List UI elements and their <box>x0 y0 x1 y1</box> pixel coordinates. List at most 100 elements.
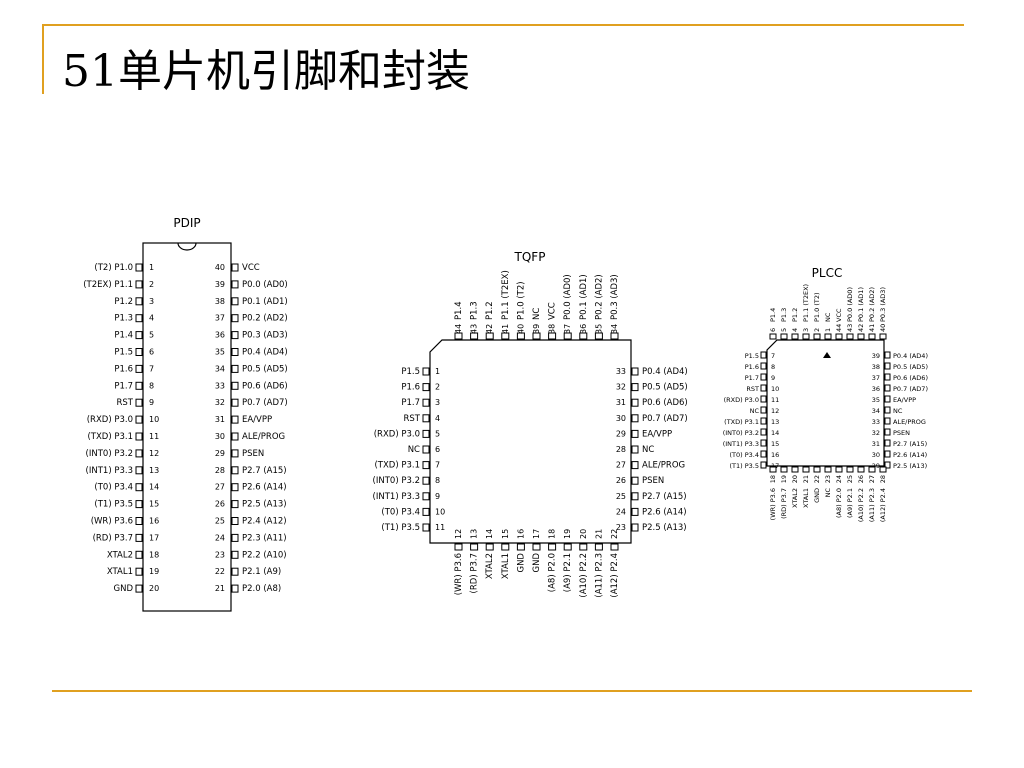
plcc-pin-number-28: 28 <box>879 475 887 483</box>
plcc-pin-label-20: XTAL2 <box>791 488 799 508</box>
pdip-pin-number-30: 30 <box>215 432 225 441</box>
pdip-pin-32 <box>231 398 239 407</box>
tqfp-pin-41 <box>501 332 510 340</box>
tqfp-pin-label-31: P0.6 (AD6) <box>642 398 688 408</box>
pdip-pin-label-24: P2.3 (A11) <box>242 533 287 543</box>
tqfp-pin-number-34: 34 <box>610 324 619 334</box>
tqfp-pin-number-43: 43 <box>470 324 479 334</box>
plcc-pin-label-1: NC <box>824 312 832 322</box>
pdip-pin-label-26: P2.5 (A13) <box>242 500 287 510</box>
pdip-pin-36 <box>231 331 239 340</box>
tqfp-pin-label-43: P1.3 <box>470 301 480 320</box>
pdip-pin-label-3: P1.2 <box>114 297 133 307</box>
plcc-pin-label-18: (WR) P3.6 <box>769 488 777 520</box>
tqfp-pin-31 <box>631 398 639 407</box>
tqfp-pin-label-27: ALE/PROG <box>642 461 685 471</box>
tqfp-pin-34 <box>610 332 619 340</box>
top-rule <box>42 24 964 26</box>
plcc-pin-4 <box>791 333 799 340</box>
plcc-pin-number-27: 27 <box>868 475 876 483</box>
tqfp-pin-label-22: (A12) P2.4 <box>610 553 620 598</box>
tqfp-pin-14 <box>485 543 494 551</box>
pdip-pin-26 <box>231 500 239 509</box>
tqfp-pin-label-36: P0.1 (AD1) <box>579 274 589 320</box>
plcc-pin-number-36: 36 <box>872 385 880 393</box>
pdip-pin-label-33: P0.6 (AD6) <box>242 381 288 391</box>
tqfp-pin-number-6: 6 <box>435 445 440 454</box>
plcc-pin-number-11: 11 <box>771 396 779 404</box>
tqfp-pin-number-13: 13 <box>470 529 479 539</box>
pdip-pin-35 <box>231 348 239 356</box>
tqfp-pin-44 <box>454 332 463 340</box>
plcc-pin-37 <box>884 373 891 381</box>
plcc-pin-35 <box>884 395 891 403</box>
pdip-pin-number-7: 7 <box>149 364 154 373</box>
tqfp-pin-15 <box>501 543 510 551</box>
pdip-pin-label-34: P0.5 (AD5) <box>242 364 288 374</box>
tqfp-pin-label-11: (T1) P3.5 <box>381 523 420 533</box>
tqfp-pin-label-18: (A8) P2.0 <box>548 553 558 592</box>
plcc-pin-label-37: P0.6 (AD6) <box>893 374 928 382</box>
plcc-pin-label-11: (RXD) P3.0 <box>724 396 759 404</box>
plcc-pin-number-9: 9 <box>771 374 775 382</box>
tqfp-pin-32 <box>631 383 639 392</box>
pdip-pin-number-16: 16 <box>149 517 159 526</box>
pdip-pin-number-33: 33 <box>215 381 225 390</box>
tqfp-pin-number-16: 16 <box>516 529 525 539</box>
plcc-pin-20 <box>791 466 799 473</box>
plcc-pin-44 <box>835 333 843 340</box>
plcc-pin-label-24: (A8) P2.0 <box>835 488 843 518</box>
pdip-pin-39 <box>231 280 239 289</box>
plcc-pin-15 <box>760 439 767 447</box>
pdip-pin-19 <box>135 567 143 576</box>
tqfp-pin-label-40: P1.0 (T2) <box>516 281 526 320</box>
pdip-pin-number-6: 6 <box>149 348 154 357</box>
pdip-pin-label-2: (T2EX) P1.1 <box>83 280 133 290</box>
plcc-pin-label-30: P2.6 (A14) <box>893 451 927 459</box>
plcc-pin-number-12: 12 <box>771 407 779 415</box>
tqfp-pin-label-8: (INT0) P3.2 <box>373 476 420 486</box>
plcc-pin-label-25: (A9) P2.1 <box>846 488 854 518</box>
plcc-pin-label-22: GND <box>813 488 821 503</box>
tqfp-pin-label-34: P0.3 (AD3) <box>610 274 620 320</box>
tqfp-pin-28 <box>631 445 639 454</box>
pdip-pin-label-30: ALE/PROG <box>242 432 285 442</box>
tqfp-pin-label-13: (RD) P3.7 <box>470 553 480 593</box>
pdip-pin-3 <box>135 297 143 306</box>
pdip-pin-number-3: 3 <box>149 297 154 306</box>
plcc-pin-number-32: 32 <box>872 429 880 437</box>
pdip-pin-number-5: 5 <box>149 331 154 340</box>
plcc-pin-label-16: (T0) P3.4 <box>729 451 759 459</box>
tqfp-pin-number-27: 27 <box>616 461 626 470</box>
pdip-pin-number-14: 14 <box>149 483 159 492</box>
plcc-pin-label-12: NC <box>750 407 760 415</box>
pdip-pin-label-20: GND <box>114 584 134 594</box>
tqfp-pin-21 <box>594 543 603 551</box>
plcc-pin-label-23: NC <box>824 488 832 498</box>
plcc-pin-3 <box>802 333 810 340</box>
plcc-pin-label-38: P0.5 (AD5) <box>893 363 928 371</box>
plcc-pin-24 <box>835 466 843 473</box>
plcc-pin-number-29: 29 <box>872 462 880 470</box>
plcc-pin-label-31: P2.7 (A15) <box>893 440 927 448</box>
pdip-pin-29 <box>231 449 239 458</box>
plcc-pin-34 <box>884 406 891 414</box>
plcc-pin-13 <box>760 417 767 425</box>
tqfp-pin-label-30: P0.7 (AD7) <box>642 414 688 424</box>
pdip-pin-label-4: P1.3 <box>114 314 133 324</box>
plcc-pin-number-42: 42 <box>857 324 865 332</box>
pdip-pin-label-5: P1.4 <box>114 331 133 341</box>
pdip-pin-38 <box>231 297 239 306</box>
tqfp-pin-label-16: GND <box>516 553 526 573</box>
pdip-pin-22 <box>231 567 239 576</box>
tqfp-pin-label-28: NC <box>642 445 654 455</box>
pdip-pin-number-32: 32 <box>215 398 225 407</box>
pdip-pin-label-36: P0.3 (AD3) <box>242 331 288 341</box>
tqfp-pin-40 <box>516 332 525 340</box>
tqfp-pin-number-36: 36 <box>579 324 588 334</box>
tqfp-pin-30 <box>631 414 639 423</box>
plcc-pin-number-37: 37 <box>872 374 880 382</box>
tqfp-pin-number-10: 10 <box>435 507 445 516</box>
plcc-pin-30 <box>884 450 891 458</box>
pdip-pin-9 <box>135 398 143 407</box>
